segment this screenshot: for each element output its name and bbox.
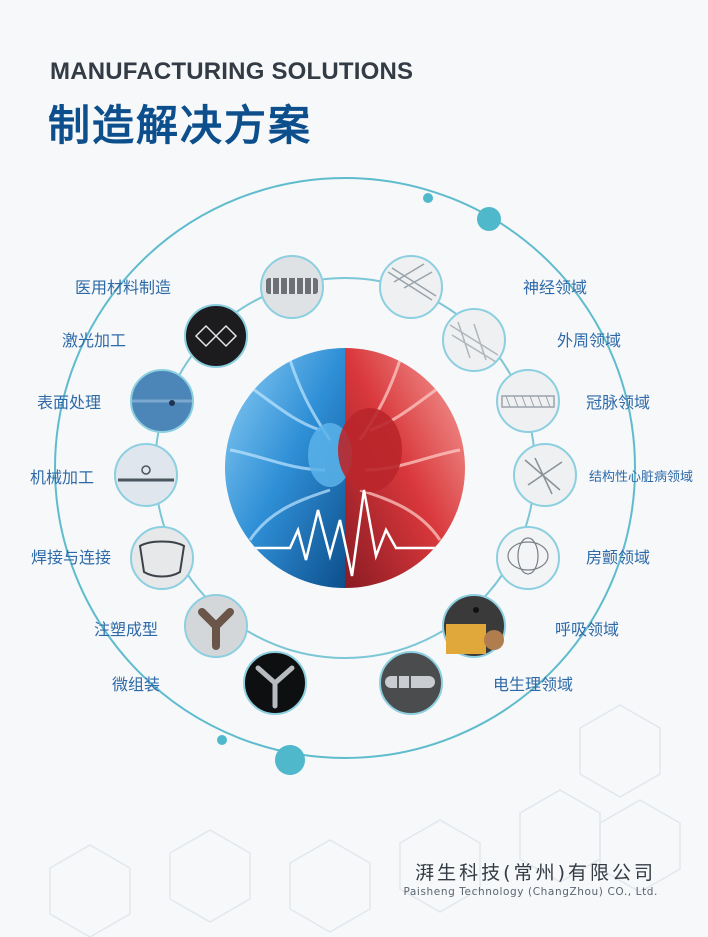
label-laser-processing: 激光加工 <box>61 331 126 350</box>
label-coronary-field: 冠脉领域 <box>586 393 651 412</box>
thumbnail-machining <box>114 443 178 507</box>
label-welding-joining: 焊接与连接 <box>30 548 111 567</box>
title-chinese: 制造解决方案 <box>48 101 313 150</box>
thumbnail-coronary-stent <box>496 369 560 433</box>
orbit-dot-small-bottom <box>217 735 227 745</box>
orbit-dot-small-top <box>423 193 433 203</box>
label-peripheral-field: 外周领域 <box>557 331 622 350</box>
ecg-line <box>225 489 465 577</box>
title-english: MANUFACTURING SOLUTIONS <box>50 58 414 85</box>
thumbnail-ep-catheter <box>379 651 443 715</box>
outer-orbit-ring <box>54 177 636 759</box>
thumbnail-surface-treatment <box>130 369 194 433</box>
label-atrial-fibrillation-field: 房颤领域 <box>586 548 651 567</box>
label-machining: 机械加工 <box>29 468 94 487</box>
thumbnail-welding <box>130 526 194 590</box>
company-name-chinese: 湃生科技(常州)有限公司 <box>415 862 656 884</box>
thumbnail-af-catheter <box>496 526 560 590</box>
label-medical-materials: 医用材料制造 <box>74 278 171 297</box>
label-electrophysiology-field: 电生理领域 <box>493 675 574 694</box>
label-respiratory-field: 呼吸领域 <box>555 620 620 639</box>
orbit-dot-large-top <box>477 207 501 231</box>
thumbnail-micro-assembly <box>243 651 307 715</box>
thumbnail-neuro-stent <box>379 255 443 319</box>
label-surface-treatment: 表面处理 <box>36 393 101 412</box>
label-injection-molding: 注塑成型 <box>93 620 158 639</box>
thumbnail-respiratory <box>442 594 506 658</box>
thumbnail-laser-mesh <box>184 304 248 368</box>
label-neuro-field: 神经领域 <box>523 278 588 297</box>
label-micro-assembly: 微组装 <box>111 675 160 694</box>
heart-image <box>225 348 465 588</box>
thumbnail-braided-tube <box>260 255 324 319</box>
thumbnail-peripheral-stent <box>442 308 506 372</box>
label-structural-heart-field: 结构性心脏病领域 <box>589 470 694 485</box>
company-name-english: Paisheng Technology (ChangZhou) CO., Ltd… <box>403 886 658 898</box>
thumbnail-structural-valve <box>513 443 577 507</box>
thumbnail-injection-molding <box>184 594 248 658</box>
orbit-dot-large-bottom <box>275 745 305 775</box>
